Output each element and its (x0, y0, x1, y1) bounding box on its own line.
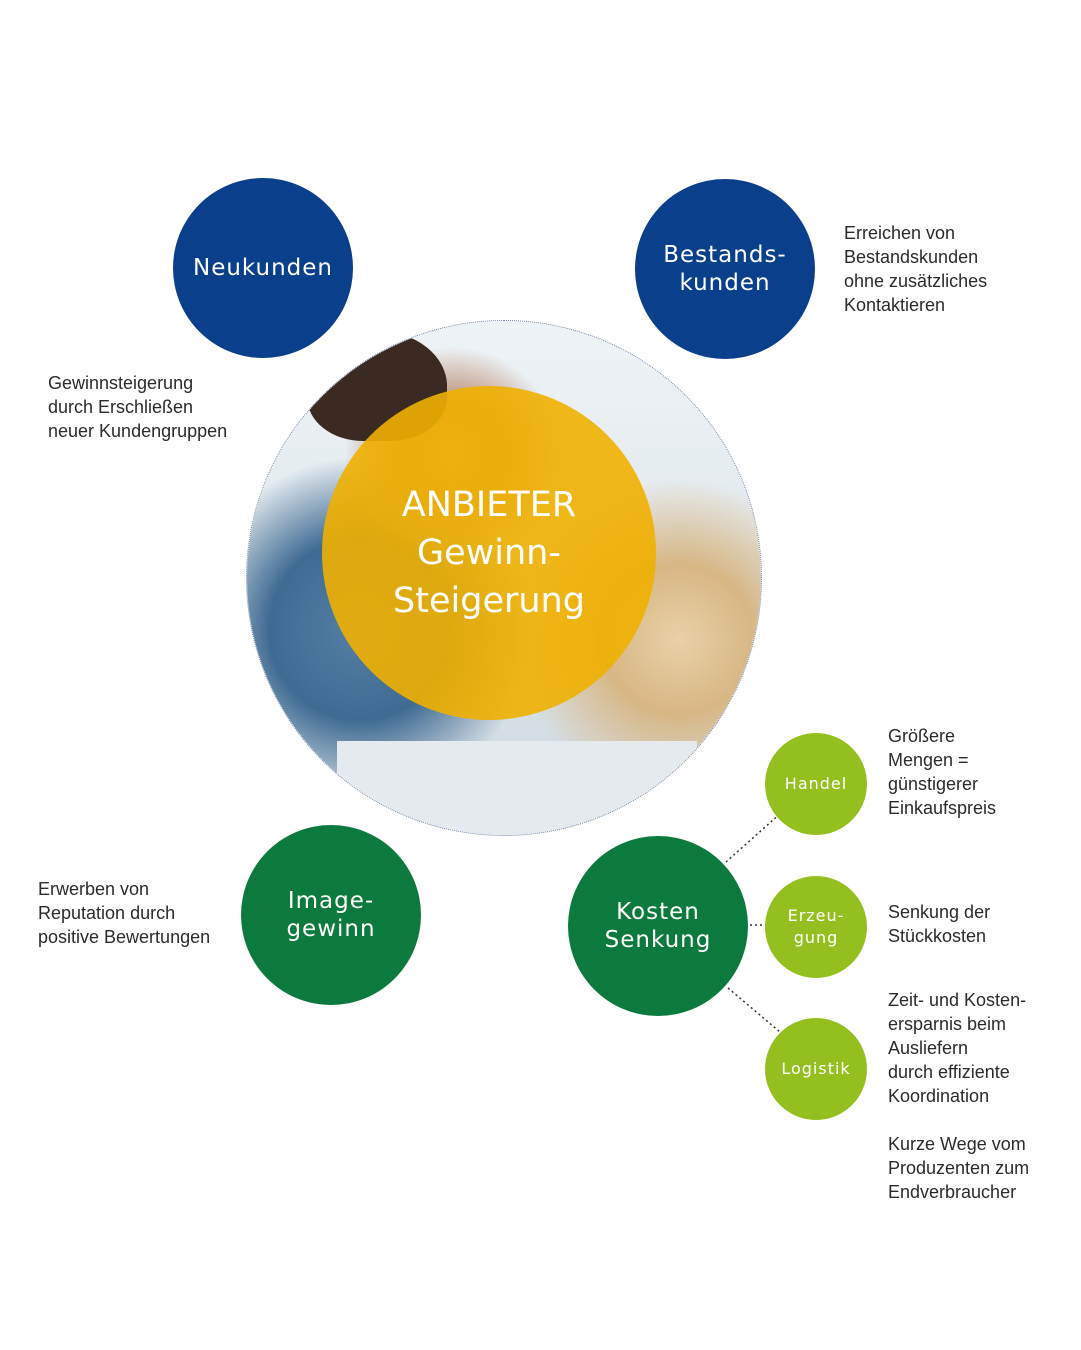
desc-line: Mengen = (888, 750, 969, 770)
desc-line: Produzenten zum (888, 1158, 1030, 1178)
node-bestandskunden-line2: kunden (679, 270, 771, 296)
center-subtitle-2: Steigerung (393, 581, 585, 621)
desc-bestandskunden: Erreichen von Bestandskunden ohne zusätz… (844, 221, 987, 317)
node-neukunden: Neukunden (173, 178, 353, 358)
desc-logistik-wege: Kurze Wege vom Produzenten zum Endverbra… (888, 1132, 1029, 1204)
desc-line: Größere (888, 726, 956, 746)
node-bestandskunden-line1: Bestands- (663, 242, 787, 268)
desc-line: Kurze Wege vom (888, 1134, 1026, 1154)
node-logistik-label: Logistik (781, 1059, 851, 1078)
node-imagegewinn-line2: gewinn (286, 916, 376, 942)
node-logistik: Logistik (765, 1018, 867, 1120)
node-neukunden-label: Neukunden (192, 255, 334, 281)
node-imagegewinn: Image- gewinn (241, 825, 421, 1005)
desc-line: durch Erschließen (48, 397, 194, 417)
desc-line: Gewinnsteigerung (48, 373, 194, 393)
node-bestandskunden: Bestands- kunden (635, 179, 815, 359)
node-kosten-senkung: Kosten Senkung (568, 836, 748, 1016)
desc-line: Einkaufspreis (888, 798, 997, 818)
desc-line: Stückkosten (888, 926, 987, 946)
node-handel: Handel (765, 733, 867, 835)
connector-logistik (727, 987, 781, 1033)
node-imagegewinn-line1: Image- (287, 888, 375, 914)
node-erzeugung: Erzeu- gung (765, 876, 867, 978)
desc-imagegewinn: Erwerben von Reputation durch positive B… (38, 877, 210, 949)
node-erzeugung-line1: Erzeu- (787, 906, 845, 925)
desc-line: Ausliefern (888, 1038, 969, 1058)
desc-line: ersparnis beim (888, 1014, 1007, 1034)
center-title: ANBIETER (401, 485, 577, 525)
desc-line: Kontaktieren (844, 295, 946, 315)
desc-line: Bestandskunden (844, 247, 979, 267)
node-handel-label: Handel (784, 774, 848, 793)
desc-line: ohne zusätzliches (844, 271, 988, 291)
desc-line: Reputation durch (38, 903, 176, 923)
desc-line: Senkung der (888, 902, 991, 922)
node-erzeugung-line2: gung (793, 928, 839, 947)
desc-line: positive Bewertungen (38, 927, 211, 947)
desc-handel: Größere Mengen = günstigerer Einkaufspre… (888, 724, 996, 820)
desc-logistik: Zeit- und Kosten- ersparnis beim Auslief… (888, 988, 1026, 1108)
desc-erzeugung: Senkung der Stückkosten (888, 900, 990, 948)
desc-line: Erreichen von (844, 223, 956, 243)
desc-line: Endverbraucher (888, 1182, 1017, 1202)
desc-line: Zeit- und Kosten- (888, 990, 1027, 1010)
desc-line: neuer Kundengruppen (48, 421, 228, 441)
desc-line: günstigerer (888, 774, 979, 794)
desc-neukunden: Gewinnsteigerung durch Erschließen neuer… (48, 371, 227, 443)
center-subtitle-1: Gewinn- (417, 533, 561, 573)
desc-line: durch effiziente (888, 1062, 1010, 1082)
node-kosten-senkung-line2: Senkung (604, 927, 712, 953)
node-kosten-senkung-line1: Kosten (616, 899, 700, 925)
desc-line: Erwerben von (38, 879, 150, 899)
desc-line: Koordination (888, 1086, 990, 1106)
center-circle: ANBIETER Gewinn- Steigerung (322, 386, 656, 720)
